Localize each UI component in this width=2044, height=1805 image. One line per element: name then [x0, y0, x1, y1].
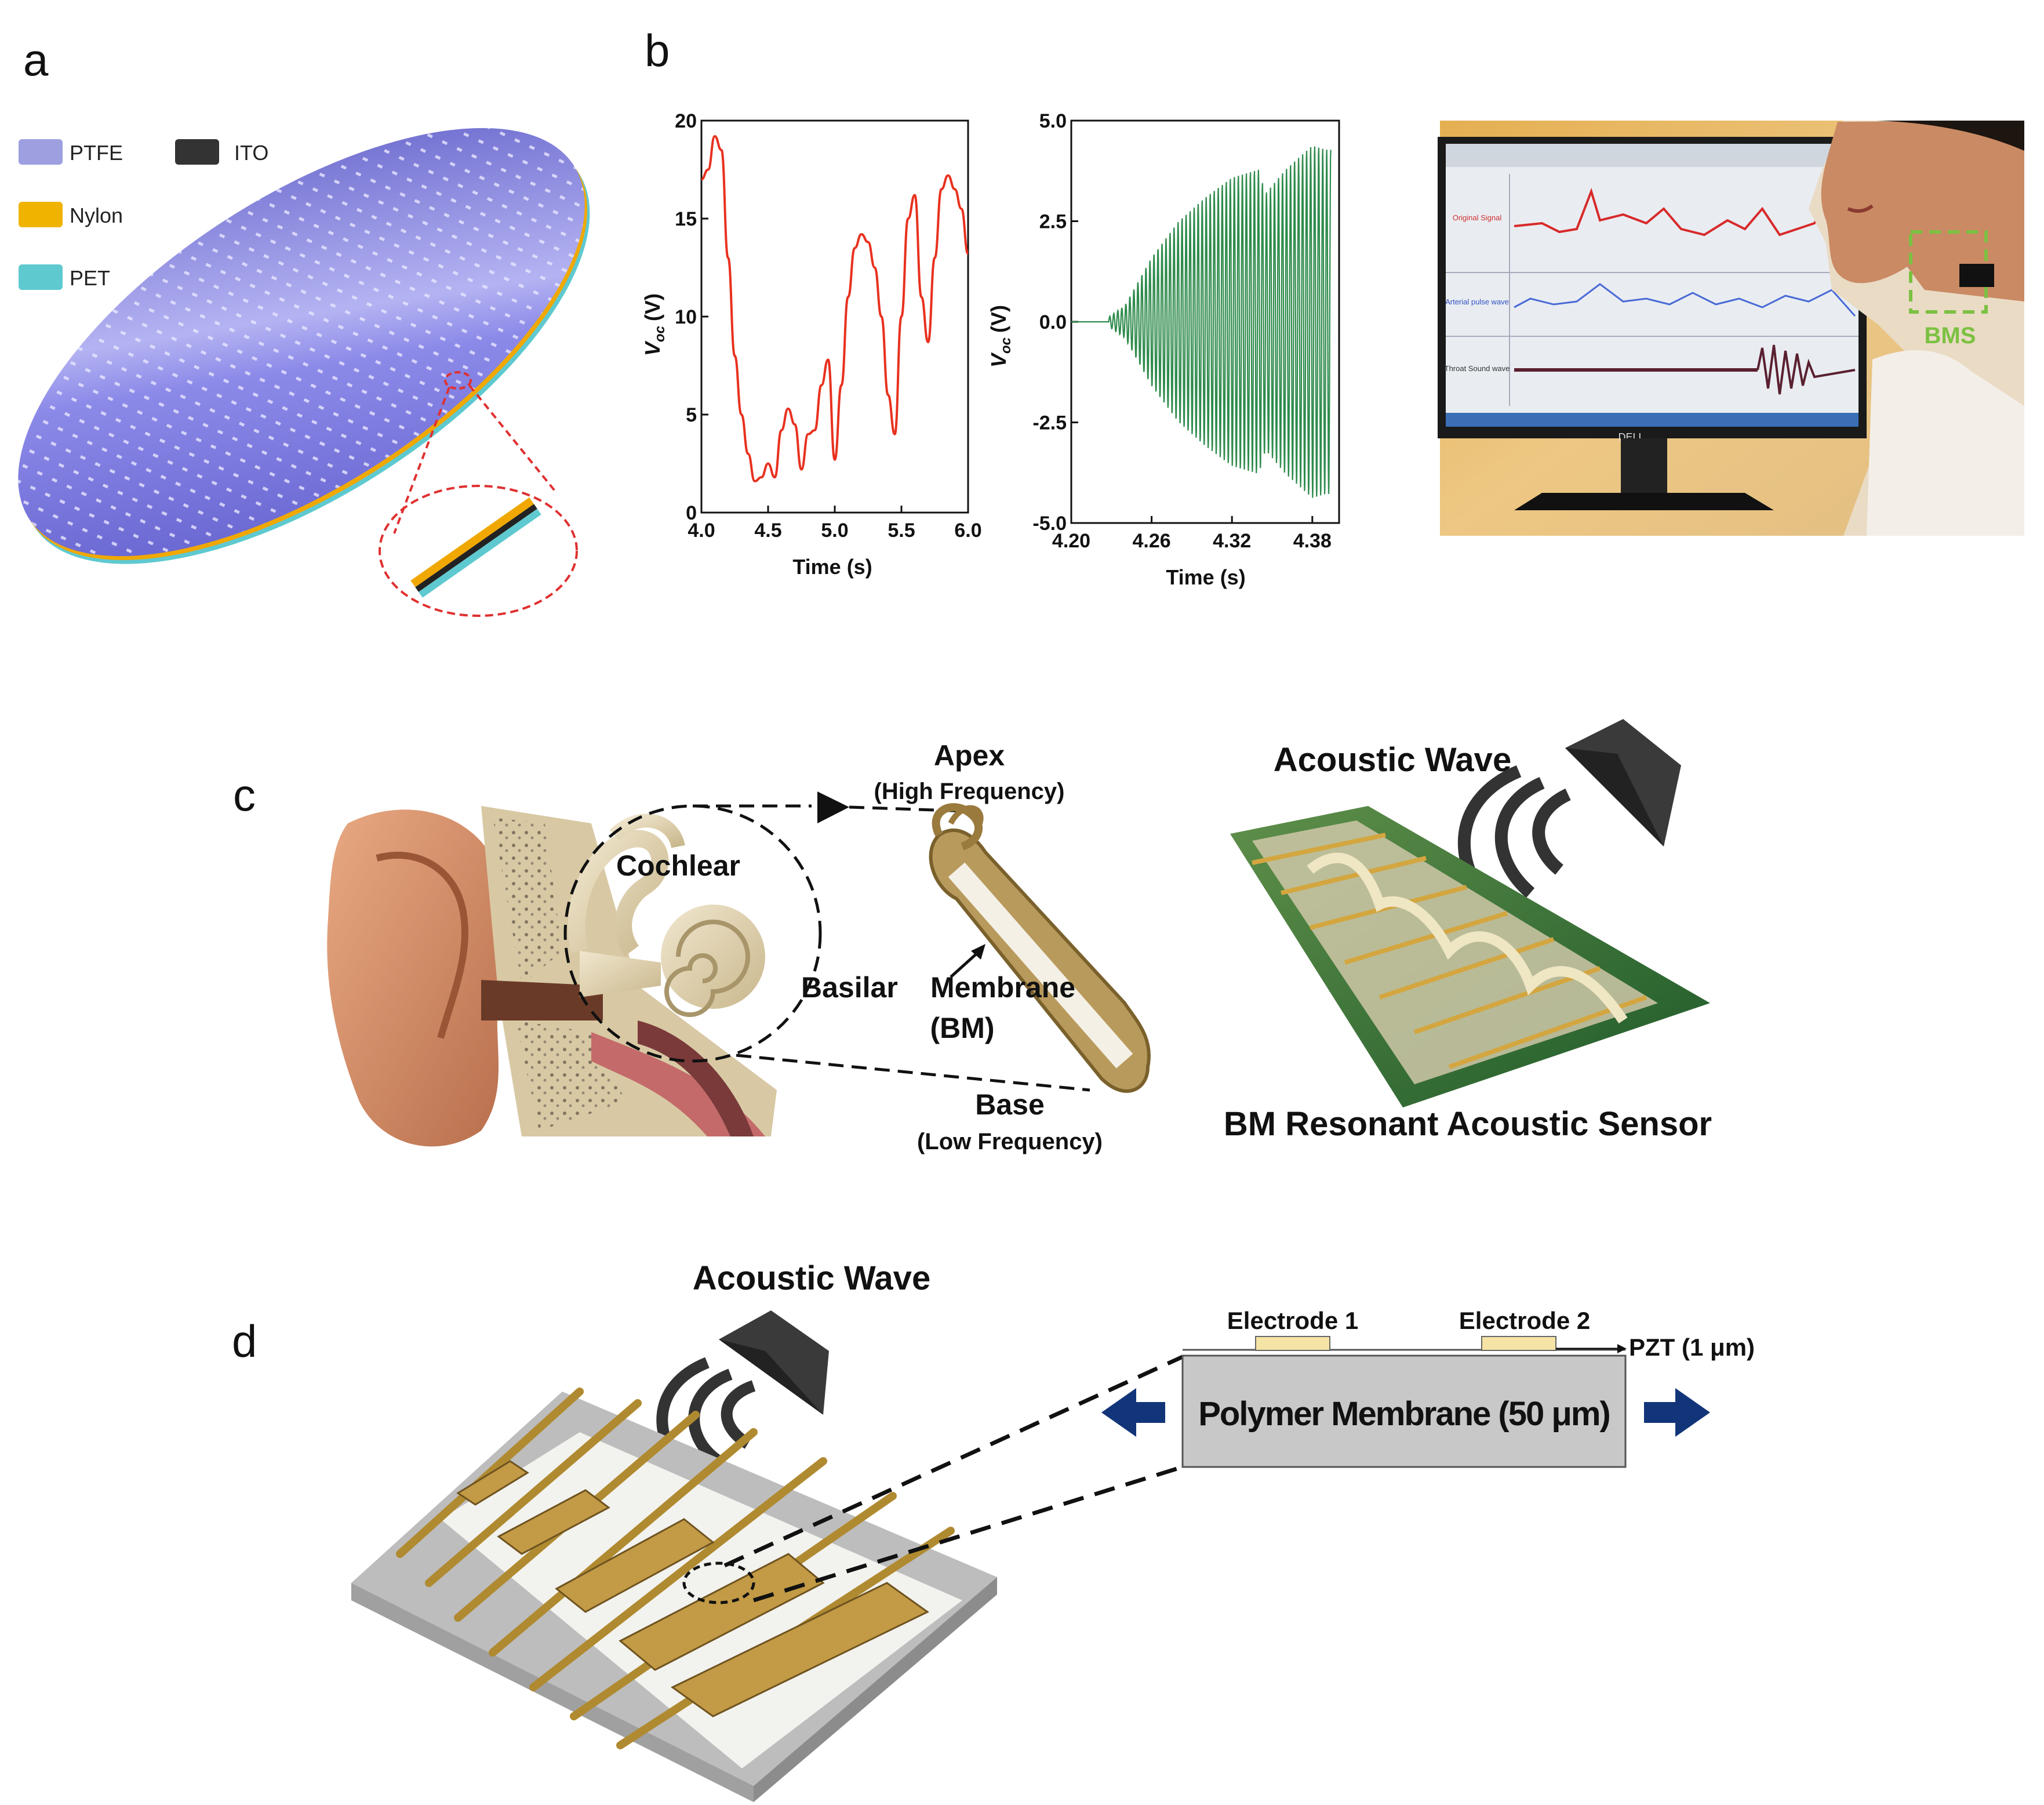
- cochlea-unrolled: [929, 803, 1151, 1093]
- chart1-xtick-label: 6.0: [954, 520, 981, 542]
- chart2-xtick-label: 4.26: [1133, 530, 1171, 552]
- monitor-label-original: Original Signal: [1453, 213, 1502, 222]
- chart1-ytick-label: 5: [686, 404, 697, 426]
- basilar-label: Basilar: [801, 971, 898, 1004]
- cochlear-circle: [563, 804, 822, 1063]
- chart1-ytick-label: 10: [675, 306, 697, 328]
- panel-label-d: d: [232, 1316, 257, 1367]
- electrode-2-label: Electrode 2: [1459, 1307, 1590, 1334]
- chart2-ylabel: Voc(V): [987, 305, 1014, 368]
- chart2-series-line: [1071, 146, 1332, 498]
- membrane-label: Polymer Membrane (50 μm): [1198, 1395, 1610, 1433]
- chart2-xtick-label: 4.38: [1293, 530, 1332, 552]
- polymer-membrane: [1181, 1354, 1627, 1468]
- chart1-ytick-label: 0: [686, 502, 697, 524]
- chart1-xtick-label: 5.0: [821, 520, 848, 542]
- sensor-label: BM Resonant Acoustic Sensor: [1224, 1105, 1712, 1143]
- chart2-ytick-label: 0.0: [1039, 311, 1067, 333]
- zoom-line-d-bottom: [752, 1465, 1184, 1603]
- apex-label: Apex: [934, 739, 1005, 772]
- svg-text:Voc(V): Voc(V): [987, 305, 1014, 368]
- ptfe-swatch: [19, 139, 63, 165]
- apex-sub-label: (High Frequency): [874, 779, 1065, 804]
- monitor-photo: Original Signal Arterial pulse wave Thro…: [1438, 121, 2024, 536]
- monitor-trace-throat: [1514, 368, 1758, 372]
- ito-swatch: [175, 139, 219, 165]
- chart1-series-line: [701, 135, 969, 482]
- legend-nylon: Nylon: [70, 204, 123, 227]
- tribo-disc: [18, 128, 590, 564]
- zoom-line-bottom: [736, 1054, 1090, 1092]
- cochlear-label: Cochlear: [616, 849, 740, 882]
- arrow-left-icon: [1101, 1388, 1165, 1437]
- base-label: Base: [975, 1088, 1045, 1121]
- monitor-stand: [1621, 438, 1667, 502]
- electrode-1: [1255, 1336, 1330, 1351]
- bm-pointer: [950, 950, 981, 978]
- monitor-trace-red: [1514, 187, 1856, 237]
- panel-label-a: a: [23, 34, 49, 85]
- cross-section: Electrode 1 Electrode 2 PZT (1 μm) Polym…: [1101, 1307, 1755, 1468]
- bms-label: BMS: [1925, 323, 1976, 348]
- base-sub-label: (Low Frequency): [917, 1129, 1103, 1154]
- acoustic-wave-label-d: Acoustic Wave: [693, 1259, 930, 1297]
- monitor-label-throat: Throat Sound wave: [1445, 364, 1510, 373]
- arrow-right-icon: [1644, 1388, 1710, 1437]
- ear-illustration: [327, 806, 777, 1147]
- legend-pet: PET: [70, 266, 110, 290]
- membrane-label: Membrane: [930, 971, 1075, 1004]
- zoom-arrow-head: [817, 791, 849, 823]
- chart1-ytick-label: 20: [675, 110, 697, 132]
- chart2-xtick-label: 4.20: [1052, 530, 1090, 552]
- monitor-trace-blue: [1514, 283, 1856, 317]
- chart2-ytick-label: 5.0: [1039, 110, 1067, 132]
- svg-text:Voc(V): Voc(V): [641, 293, 668, 356]
- speaker-icon-d: [656, 1310, 829, 1483]
- chart1-xtick-label: 4.5: [754, 520, 781, 542]
- pzt-device: [351, 1388, 997, 1802]
- chart1-xlabel: Time (s): [792, 555, 872, 579]
- chart2-ytick-label: 2.5: [1039, 211, 1067, 233]
- chart1-xtick-label: 5.5: [888, 520, 915, 542]
- electrode-2: [1481, 1336, 1556, 1351]
- chart1-xtick-label: 4.0: [688, 520, 715, 542]
- legend-ptfe: PTFE: [70, 141, 123, 165]
- speaker-icon-c: [1457, 719, 1681, 921]
- bm-sensor-device: [1230, 806, 1710, 1107]
- bm-label: (BM): [930, 1012, 994, 1044]
- chart1-ylabel: Voc(V): [641, 293, 668, 356]
- zoom-inset: [379, 371, 578, 617]
- chart1-frame: [700, 119, 969, 514]
- zoom-line-d-top: [723, 1354, 1184, 1568]
- chart2-ytick-label: -5.0: [1032, 513, 1067, 535]
- panel-label-b: b: [645, 25, 670, 76]
- monitor-screen: [1446, 144, 1858, 427]
- electrode-1-label: Electrode 1: [1227, 1307, 1358, 1334]
- pet-swatch: [19, 264, 63, 290]
- acoustic-wave-label-c: Acoustic Wave: [1274, 741, 1511, 779]
- chart2-xlabel: Time (s): [1166, 565, 1245, 589]
- chart-voc-green: -5.0 -2.5 0.0 2.5 5.0 4.20 4.26 4.32 4.38 Time …: [987, 110, 1340, 589]
- panel-label-c: c: [233, 769, 256, 820]
- pzt-label: PZT (1 μm): [1629, 1334, 1755, 1361]
- chart2-xtick-label: 4.32: [1213, 530, 1251, 552]
- monitor-label-pulse: Arterial pulse wave: [1445, 297, 1509, 306]
- chart-voc-red: 0 5 10 15 20 4.0 4.5 5.0 5.5 6.0 Time (s) Voc(V): [641, 110, 982, 579]
- legend-ito: ITO: [234, 141, 268, 165]
- chart2-ytick-label: -2.5: [1032, 412, 1067, 434]
- chart1-ytick-label: 15: [675, 208, 697, 230]
- legend-a: PTFE ITO Nylon PET: [19, 139, 268, 290]
- nylon-swatch: [19, 202, 63, 227]
